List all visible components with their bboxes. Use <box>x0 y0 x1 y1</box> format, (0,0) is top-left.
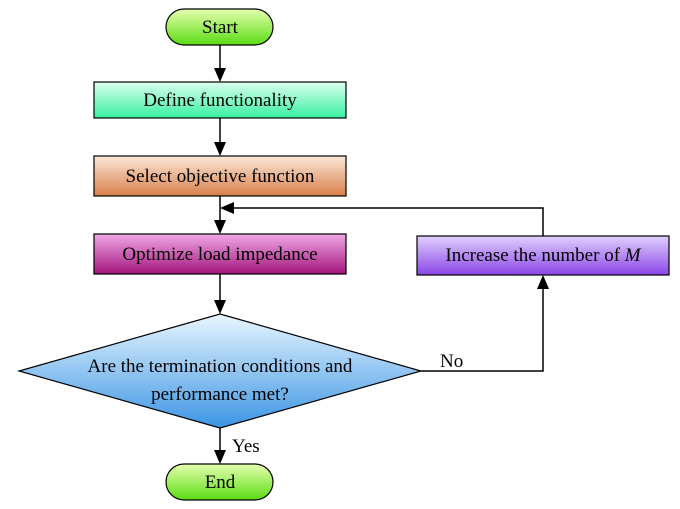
connectors <box>219 45 544 454</box>
increase-m-node: Increase the number of M <box>416 235 670 276</box>
start-node: Start <box>165 8 274 46</box>
start-label: Start <box>202 17 239 38</box>
end-label: End <box>205 472 236 493</box>
arrowhead-to-select <box>214 142 226 156</box>
edge-increase-loopback <box>230 207 544 236</box>
arrowhead-loopback <box>220 202 234 214</box>
arrowhead-to-define <box>214 68 226 82</box>
decision-label-line2: performance met? <box>151 384 289 405</box>
define-functionality-node: Define functionality <box>93 81 347 119</box>
end-node: End <box>165 463 274 501</box>
edge-decision-increase <box>421 287 544 372</box>
arrowhead-to-end <box>214 450 226 464</box>
increase-m-text: Increase the number of <box>445 245 624 266</box>
arrowhead-to-increase <box>537 275 549 289</box>
optimize-impedance-label: Optimize load impedance <box>122 244 317 265</box>
increase-m-variable: M <box>624 245 642 266</box>
arrowheads <box>214 68 549 464</box>
select-objective-label: Select objective function <box>126 166 315 187</box>
decision-node: Are the termination conditions and perfo… <box>16 313 424 429</box>
arrowhead-to-decision <box>214 300 226 314</box>
yes-branch-label: Yes <box>232 436 260 457</box>
increase-m-label: Increase the number of M <box>445 245 641 266</box>
decision-label-line1: Are the termination conditions and <box>88 356 353 377</box>
arrowhead-to-optimize <box>214 220 226 234</box>
select-objective-node: Select objective function <box>93 155 347 197</box>
define-functionality-label: Define functionality <box>143 90 297 111</box>
no-branch-label: No <box>440 351 463 372</box>
optimize-impedance-node: Optimize load impedance <box>93 233 347 275</box>
